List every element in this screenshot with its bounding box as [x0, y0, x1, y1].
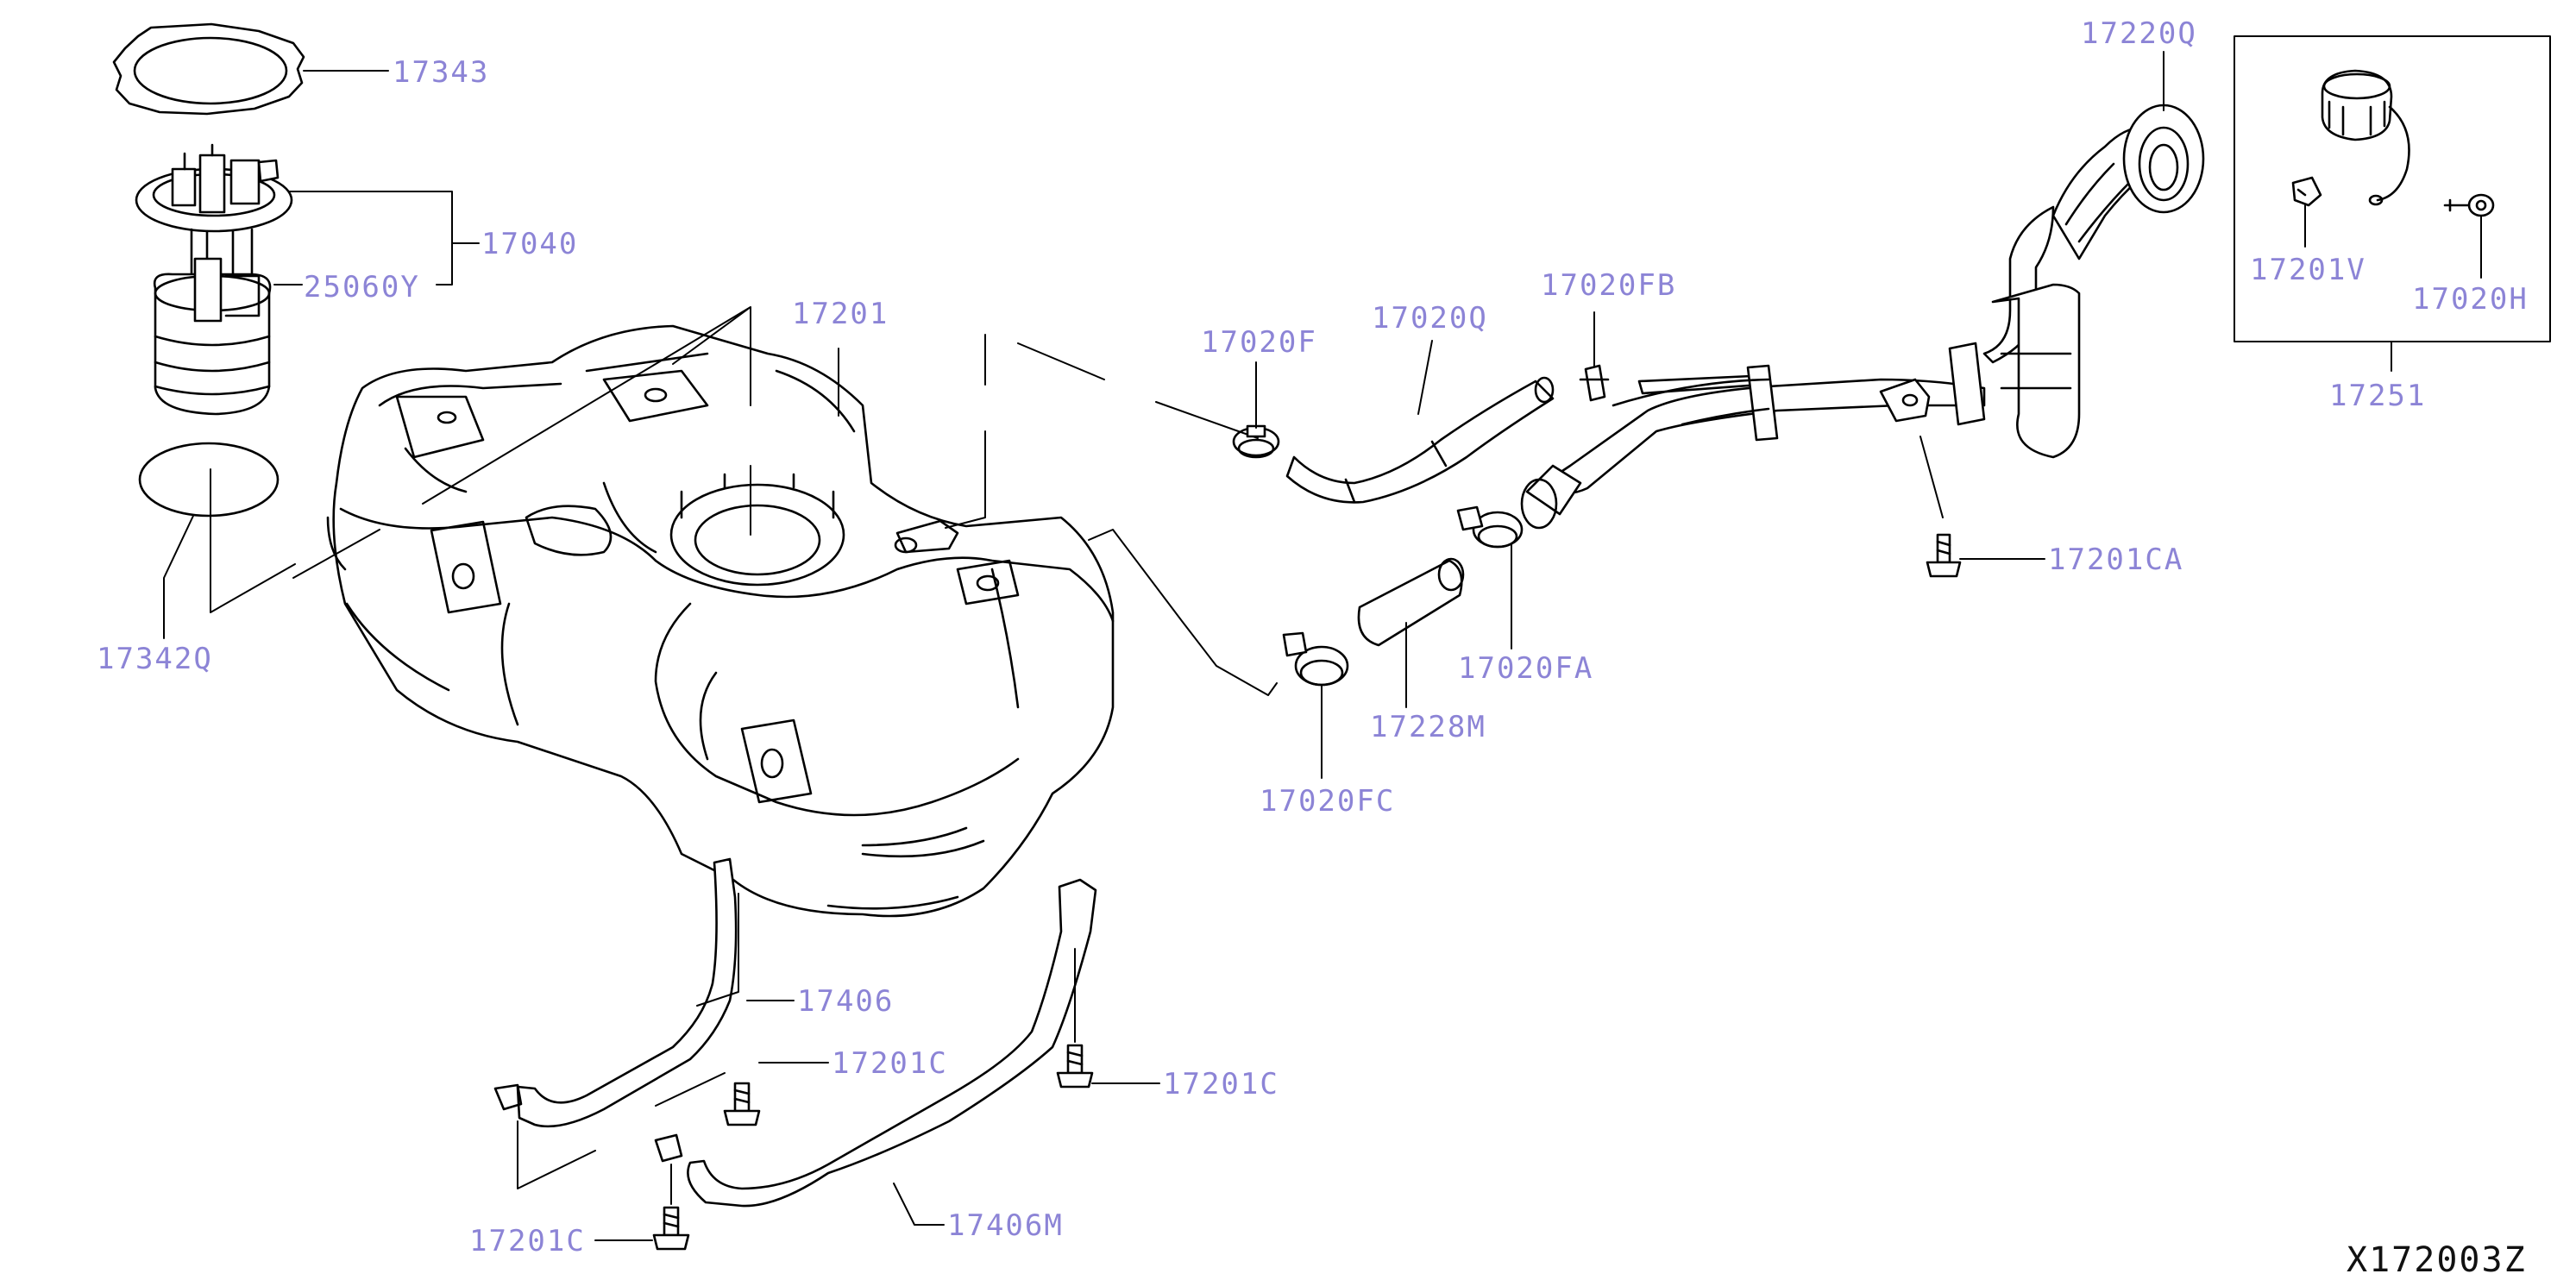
bolt-17201ca[interactable] [1926, 533, 1962, 578]
label-17201c-b[interactable]: 17201C [1163, 1067, 1279, 1101]
label-17220q[interactable]: 17220Q [2081, 16, 2197, 51]
label-17201v[interactable]: 17201V [2250, 253, 2366, 287]
label-17201c-c[interactable]: 17201C [469, 1224, 586, 1258]
lock-ring-17343[interactable] [112, 22, 305, 116]
label-17040[interactable]: 17040 [481, 227, 578, 261]
label-17020f[interactable]: 17020F [1201, 325, 1317, 360]
o-ring-17342q[interactable] [138, 442, 280, 518]
leader-strap-bracket [517, 1120, 596, 1189]
label-17020q[interactable]: 17020Q [1372, 301, 1488, 336]
leader-17406-a [696, 893, 739, 1007]
label-17251[interactable]: 17251 [2329, 379, 2426, 413]
hose-clamp-17020fa[interactable] [1456, 505, 1524, 549]
tank-strap-17406[interactable] [493, 857, 738, 1128]
diagram-id: X172003Z [2347, 1240, 2527, 1280]
leader-17342q-a [210, 468, 296, 613]
label-17406[interactable]: 17406 [797, 984, 894, 1019]
label-17020fb[interactable]: 17020FB [1541, 268, 1676, 303]
vent-hose-17020q[interactable] [1285, 376, 1555, 504]
label-25060y[interactable]: 25060Y [304, 270, 420, 304]
label-17201[interactable]: 17201 [792, 297, 889, 331]
bolt-17201c-c[interactable] [652, 1206, 690, 1251]
leader-17342q-b [163, 515, 194, 639]
leader-17201-b [422, 306, 751, 505]
leader-17040 [289, 191, 453, 285]
leader-17201ca-a [1919, 436, 1944, 518]
leader-17406m [893, 1183, 945, 1226]
bolt-17201c-b[interactable] [1056, 1044, 1094, 1089]
tank-strap-17406m[interactable] [654, 878, 1097, 1208]
fuel-pump-17040[interactable] [135, 143, 293, 416]
clip-17020h[interactable] [2443, 193, 2495, 217]
label-17406m[interactable]: 17406M [947, 1208, 1064, 1243]
clip-17020fb[interactable] [1579, 364, 1610, 402]
label-17342q[interactable]: 17342Q [97, 642, 213, 676]
dash-line-1 [945, 334, 986, 529]
retainer-17201v[interactable] [2291, 176, 2322, 207]
label-17020h[interactable]: 17020H [2412, 282, 2529, 317]
hose-clamp-17020fc[interactable] [1282, 631, 1349, 687]
label-17201ca[interactable]: 17201CA [2048, 543, 2183, 577]
leader-strap-bracket-b [655, 1072, 726, 1107]
hose-clamp-17020f[interactable] [1232, 424, 1280, 459]
label-17343[interactable]: 17343 [393, 55, 489, 90]
label-17020fa[interactable]: 17020FA [1458, 651, 1593, 686]
fuel-cap-17251[interactable] [2321, 69, 2410, 206]
label-17020fc[interactable]: 17020FC [1260, 784, 1395, 819]
bolt-17201c-a[interactable] [723, 1082, 761, 1126]
leader-17201-d [292, 529, 380, 579]
label-17228m[interactable]: 17228M [1370, 710, 1486, 744]
fuel-tank-17201[interactable] [326, 324, 1115, 918]
leader-17020q [1417, 340, 1433, 415]
filler-tube-17220q[interactable] [1520, 104, 2205, 530]
dash-line-3 [1088, 529, 1278, 696]
label-17201c-a[interactable]: 17201C [832, 1046, 948, 1081]
hose-17228m[interactable] [1357, 557, 1465, 647]
